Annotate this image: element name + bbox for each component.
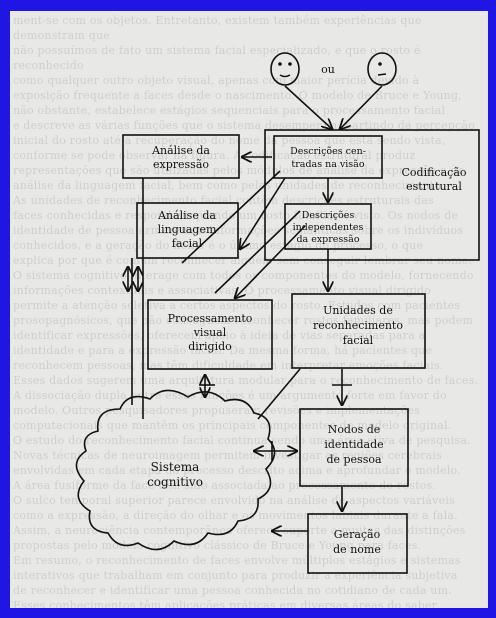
structural-encoding-label-1: Codificação [402, 166, 467, 179]
fru-label-2: reconhecimento [313, 319, 403, 332]
facial-speech-label-3: facial [172, 237, 203, 250]
cognitive-system-cloud [75, 389, 276, 551]
structural-encoding-box [264, 129, 480, 261]
pin-label-3: de pessoa [326, 453, 382, 466]
facial-speech-label-2: linguagem [158, 223, 217, 236]
directed-visual-label-1: Processamento [168, 312, 253, 325]
structural-encoding-label-2: estrutural [406, 180, 462, 193]
expression-analysis-label-2: expressão [153, 158, 209, 171]
view-centred-box [273, 135, 383, 179]
fru-label-1: Unidades de [323, 304, 393, 317]
face-left-icon [270, 52, 300, 86]
face-recognition-units-box [291, 293, 426, 369]
face-separator: ou [321, 63, 335, 76]
fru-label-3: facial [343, 334, 374, 347]
directed-visual-processing-box [147, 299, 273, 370]
face-left-arrow [284, 85, 332, 129]
directed-visual-label-3: dirigido [188, 340, 232, 353]
expression-analysis-label-1: Análise da [151, 144, 210, 157]
cognitive-system-label-2: cognitivo [147, 475, 203, 489]
face-right-icon [367, 52, 397, 86]
name-generation-box [307, 513, 408, 574]
face-recognition-diagram: ou Análise da expressão Análise da lingu… [75, 52, 480, 574]
name-generation-label-1: Geração [334, 528, 381, 541]
cognitive-system-label-1: Sistema [151, 460, 200, 474]
directed-visual-label-2: visual [193, 326, 227, 339]
figure-page: ment-se com os objetos. Entretanto, exis… [10, 11, 488, 608]
expression-independent-label-3: da expressão [296, 234, 359, 245]
view-centred-label-2: tradas na visão [291, 159, 364, 170]
expression-independent-label-2: independentes [293, 222, 364, 233]
expression-independent-label-1: Descrições [302, 210, 355, 221]
face-right-arrow [340, 85, 383, 129]
name-generation-label-2: de nome [333, 543, 381, 556]
pin-label-1: Nodos de [328, 423, 381, 436]
pin-label-2: identidade [324, 438, 383, 451]
facial-speech-label-1: Análise da [157, 209, 216, 222]
view-centred-label-1: Descrições cen- [290, 146, 366, 157]
background-body-text: ment-se com os objetos. Entretanto, exis… [13, 14, 479, 608]
person-identity-nodes-box [299, 408, 409, 487]
expression-analysis-box [122, 134, 240, 179]
